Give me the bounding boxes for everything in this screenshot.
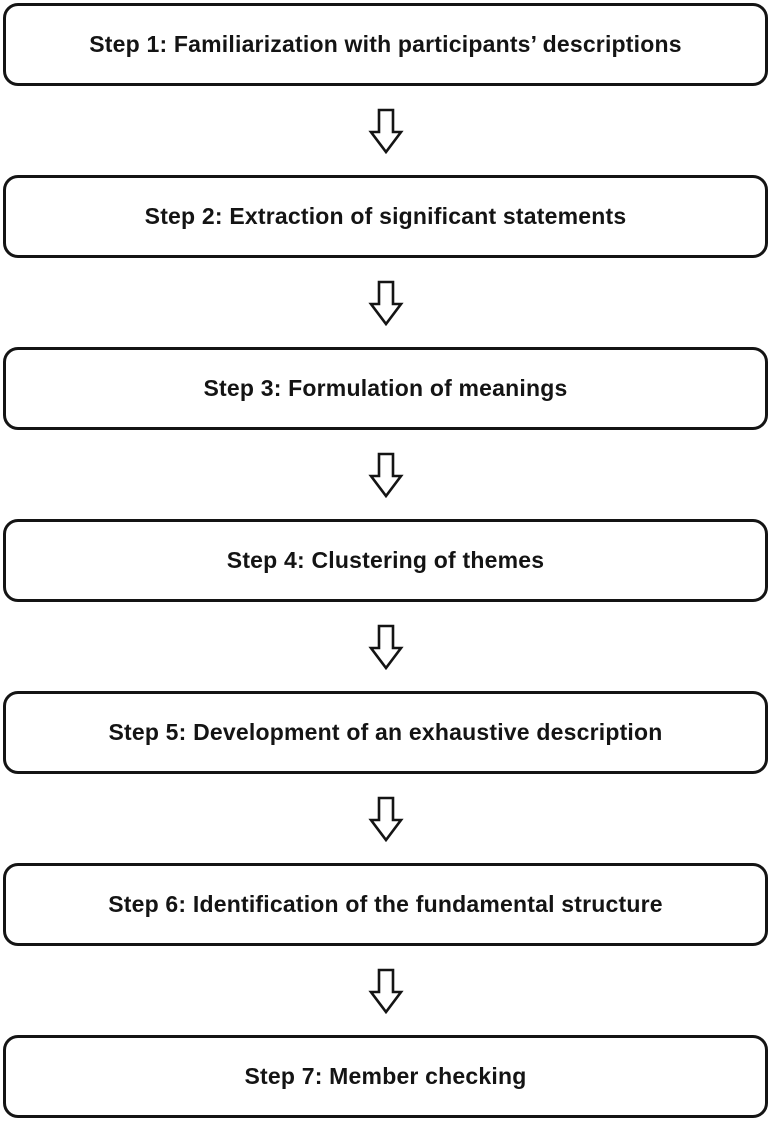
step-box-5: Step 5: Development of an exhaustive des… bbox=[3, 691, 768, 774]
down-block-arrow-icon bbox=[367, 280, 404, 326]
connector-3 bbox=[3, 430, 768, 519]
step-1-label: Step 1: Familiarization with participant… bbox=[89, 30, 682, 57]
step-box-4: Step 4: Clustering of themes bbox=[3, 519, 768, 602]
step-box-6: Step 6: Identification of the fundamenta… bbox=[3, 863, 768, 946]
down-block-arrow-icon bbox=[367, 452, 404, 498]
step-4-label: Step 4: Clustering of themes bbox=[226, 546, 545, 573]
step-box-3: Step 3: Formulation of meanings bbox=[3, 347, 768, 430]
step-box-1: Step 1: Familiarization with participant… bbox=[3, 3, 768, 86]
connector-4 bbox=[3, 602, 768, 691]
down-block-arrow-icon bbox=[367, 624, 404, 670]
down-block-arrow-icon bbox=[367, 108, 404, 154]
down-block-arrow-icon bbox=[367, 796, 404, 842]
step-6-label: Step 6: Identification of the fundamenta… bbox=[108, 890, 663, 917]
step-3-label: Step 3: Formulation of meanings bbox=[203, 374, 568, 401]
connector-5 bbox=[3, 774, 768, 863]
down-block-arrow-icon bbox=[367, 968, 404, 1014]
step-box-7: Step 7: Member checking bbox=[3, 1035, 768, 1118]
connector-6 bbox=[3, 946, 768, 1035]
step-box-2: Step 2: Extraction of significant statem… bbox=[3, 175, 768, 258]
connector-1 bbox=[3, 86, 768, 175]
step-5-label: Step 5: Development of an exhaustive des… bbox=[108, 718, 663, 745]
step-2-label: Step 2: Extraction of significant statem… bbox=[144, 202, 627, 229]
flowchart: Step 1: Familiarization with participant… bbox=[3, 3, 768, 1118]
connector-2 bbox=[3, 258, 768, 347]
step-7-label: Step 7: Member checking bbox=[244, 1062, 527, 1089]
